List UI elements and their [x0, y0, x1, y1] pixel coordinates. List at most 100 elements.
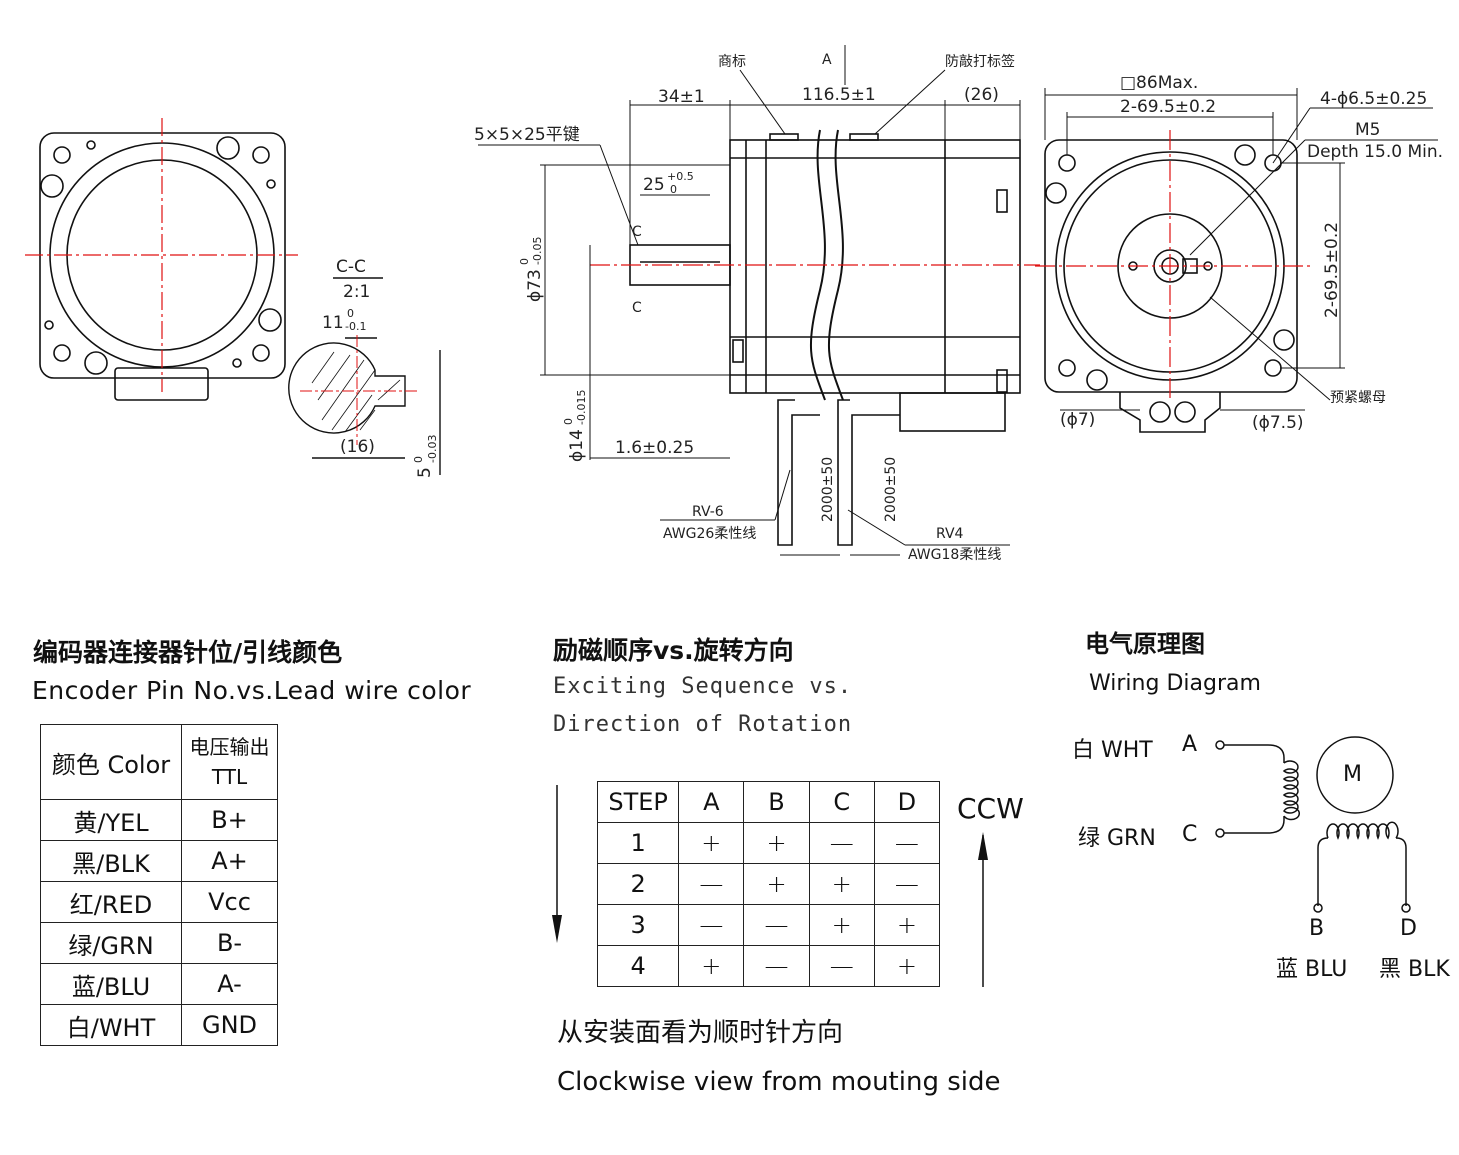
cell-c: —	[808, 822, 875, 864]
dim-25-tol-upper: +0.5	[667, 170, 694, 183]
header-c: C	[808, 781, 875, 823]
wiring-title-en: Wiring Diagram	[1089, 671, 1261, 696]
header-step: STEP	[596, 781, 680, 823]
header-d: D	[873, 781, 941, 823]
cell-a: +	[678, 822, 745, 864]
cell-a: —	[678, 904, 745, 946]
cell-b: +	[743, 822, 810, 864]
dia-14-tol-lower: -0.015	[575, 390, 588, 425]
grn-label: 绿 GRN	[1078, 826, 1156, 851]
thread-spec: M5	[1355, 120, 1380, 140]
cell-b: —	[743, 904, 810, 946]
cell-c: +	[808, 863, 875, 905]
cell-c: —	[808, 945, 875, 987]
label-trademark: 商标	[718, 54, 746, 70]
section-c-top: C	[632, 224, 642, 240]
section-cc	[288, 277, 441, 475]
holes-spec: 4-ϕ6.5±0.25	[1320, 89, 1427, 109]
cell-d: +	[873, 945, 941, 987]
key-width: 11	[322, 313, 344, 333]
motor-icon	[1316, 736, 1394, 814]
dim-1-6: 1.6±0.25	[615, 438, 694, 458]
dia-73: ϕ73	[525, 269, 545, 302]
dia-73-tol-lower: -0.05	[531, 237, 544, 265]
dim-86: □86Max.	[1120, 73, 1198, 93]
a-label: A	[1182, 732, 1198, 757]
c-label: C	[1182, 822, 1198, 847]
key-width-tol-lower: -0.1	[345, 320, 366, 333]
technical-drawing: C-C 2:1 11 0 -0.1 (16) 5 0 -0.03	[25, 45, 1443, 563]
dim-69-h: 2-69.5±0.2	[1120, 97, 1216, 117]
header-output-line1: 电压输出	[189, 735, 270, 759]
dim-69-v: 2-69.5±0.2	[1322, 222, 1342, 318]
cell-color: 黄/YEL	[40, 799, 182, 841]
cell-signal: GND	[181, 1004, 278, 1046]
direction-arrows	[552, 785, 988, 987]
cell-a: +	[678, 945, 745, 987]
d-label: D	[1400, 916, 1417, 941]
blk-label: 黑 BLK	[1379, 957, 1450, 982]
header-output-line2: TTL	[211, 765, 248, 789]
label-anticounterfeit: 防敲打标签	[945, 53, 1015, 70]
cell-step: 3	[596, 904, 680, 946]
table-row: 3 — — + +	[596, 904, 941, 946]
dia-14: ϕ14	[567, 429, 587, 462]
dimension-lines	[478, 45, 1021, 556]
front-view	[1044, 139, 1298, 433]
cell-signal: A+	[181, 840, 278, 882]
wiring-schematic	[1215, 736, 1411, 913]
dia-7-5: (ϕ7.5)	[1252, 413, 1304, 433]
cell-a: —	[678, 863, 745, 905]
dim-2000-a: 2000±50	[820, 457, 836, 522]
cable1-spec: AWG26柔性线	[663, 526, 756, 542]
header-a: A	[678, 781, 745, 823]
cell-step: 1	[596, 822, 680, 864]
cell-step: 4	[596, 945, 680, 987]
cable1-type: RV-6	[692, 504, 724, 520]
table-row: 1 + + — —	[596, 822, 941, 864]
key-depth-tol-upper: 0	[412, 456, 425, 463]
key-depth-tol-lower: -0.03	[426, 435, 439, 463]
exciting-title-en-2: Direction of Rotation	[553, 712, 853, 737]
cell-color: 绿/GRN	[40, 922, 182, 964]
header-output: 电压输出 TTL	[181, 724, 278, 800]
table-header-row: STEP A B C D	[596, 781, 941, 823]
key-spec: 5×5×25平键	[474, 125, 580, 145]
down-arrow-icon	[552, 915, 562, 943]
view-a: A	[822, 52, 832, 68]
cable2-type: RV4	[936, 526, 964, 542]
cell-color: 红/RED	[40, 881, 182, 923]
cell-d: +	[873, 904, 941, 946]
encoder-title-cn: 编码器连接器针位/引线颜色	[33, 638, 343, 667]
cell-step: 2	[596, 863, 680, 905]
cell-b: —	[743, 945, 810, 987]
section-c-bottom: C	[632, 300, 642, 316]
header-b: B	[743, 781, 810, 823]
dia-14-tol-upper: 0	[562, 418, 575, 425]
up-arrow-icon	[978, 832, 988, 860]
dia-7: (ϕ7)	[1060, 410, 1095, 430]
key-dim-16: (16)	[340, 437, 375, 457]
key-depth: 5	[415, 467, 435, 478]
dim-116: 116.5±1	[802, 85, 876, 105]
table-row: 2 — + + —	[596, 863, 941, 905]
cable2-spec: AWG18柔性线	[908, 547, 1001, 563]
cell-c: +	[808, 904, 875, 946]
cell-signal: A-	[181, 963, 278, 1005]
cell-signal: Vcc	[181, 881, 278, 923]
dim-2000-b: 2000±50	[883, 457, 899, 522]
ccw-label: CCW	[957, 792, 1024, 825]
cell-color: 黑/BLK	[40, 840, 182, 882]
cell-signal: B-	[181, 922, 278, 964]
b-label: B	[1309, 916, 1325, 941]
wht-label: 白 WHT	[1072, 738, 1153, 763]
cell-signal: B+	[181, 799, 278, 841]
cell-b: +	[743, 863, 810, 905]
step-table: STEP A B C D 1 + + — — 2 — + + — 3 — — +…	[596, 781, 941, 987]
exciting-title-en-1: Exciting Sequence vs.	[553, 674, 853, 699]
